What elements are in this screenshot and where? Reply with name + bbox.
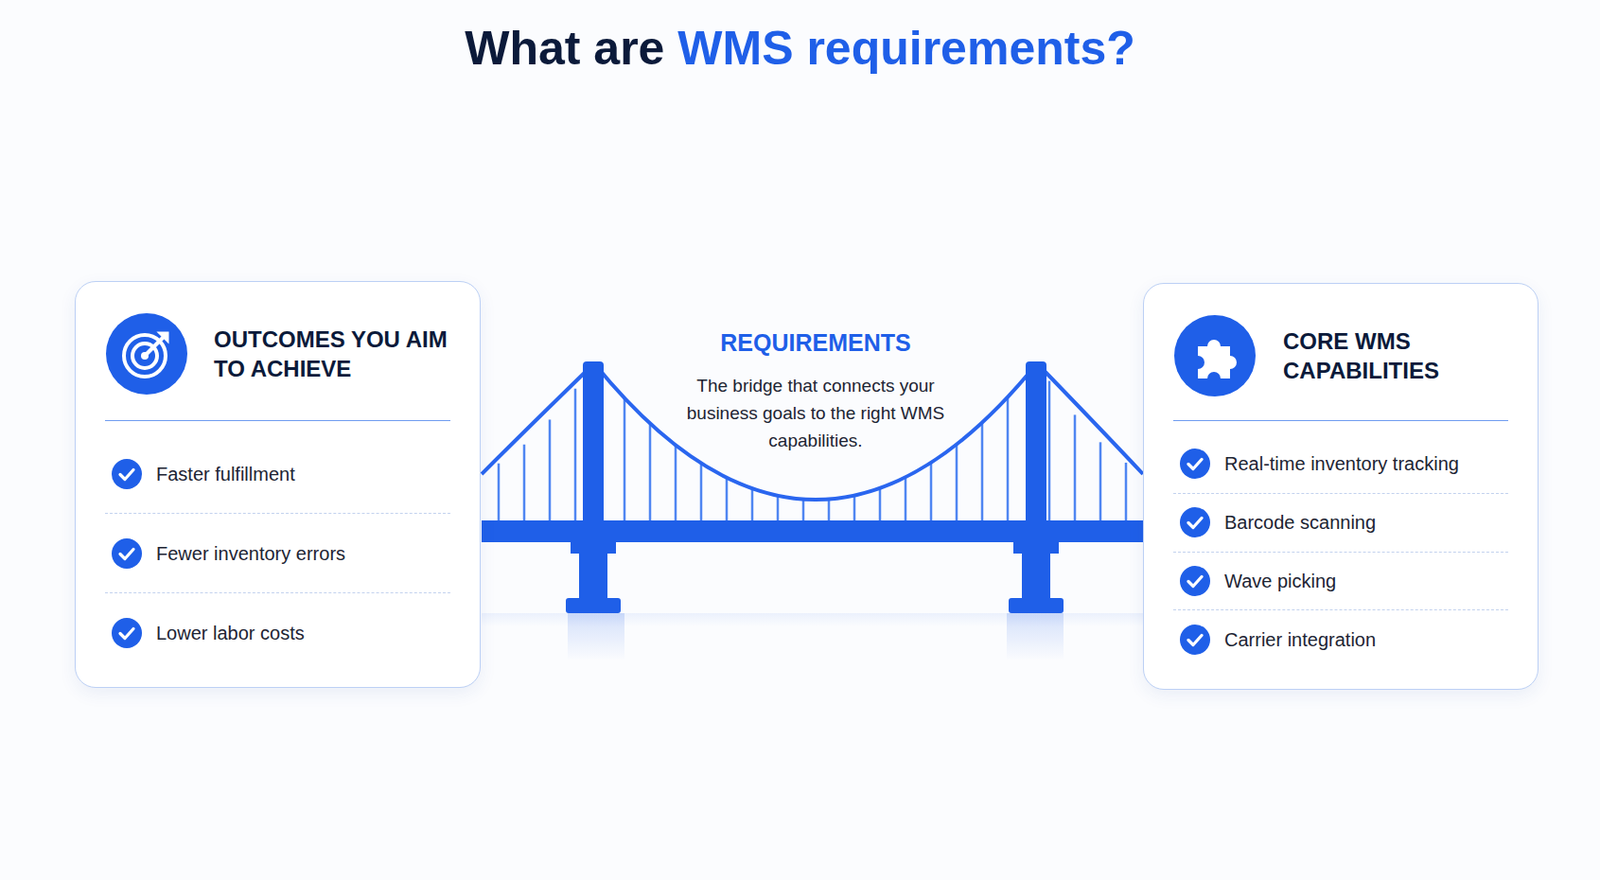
heading-divider	[1173, 420, 1509, 422]
row-divider	[105, 512, 451, 514]
checklist-item: Wave picking	[1224, 570, 1337, 593]
section-description: The bridge that connects your business g…	[668, 371, 963, 455]
row-divider	[1173, 551, 1509, 553]
card-heading: OUTCOMES YOU AIM TO ACHIEVE	[213, 324, 470, 384]
page-title: What are WMS requirements?	[0, 20, 1600, 76]
bridge-structure	[481, 361, 1143, 614]
target-icon	[105, 312, 189, 396]
check-icon	[1178, 623, 1212, 656]
checklist-item: Carrier integration	[1224, 629, 1376, 651]
row-divider	[1173, 609, 1509, 611]
checklist-item: Real-time inventory tracking	[1224, 453, 1460, 475]
info-card: CORE WMS CAPABILITIES Real-time inventory…	[1142, 282, 1539, 690]
check-icon	[1178, 447, 1212, 480]
check-icon	[110, 616, 143, 650]
check-icon	[1178, 506, 1212, 539]
checklist-item: Faster fulfillment	[156, 463, 296, 486]
checklist-item: Lower labor costs	[156, 622, 305, 645]
checklist-item: Fewer inventory errors	[156, 543, 346, 565]
puzzle-icon	[1173, 314, 1257, 398]
heading-divider	[105, 420, 451, 422]
row-divider	[105, 592, 451, 594]
check-icon	[110, 457, 143, 491]
row-divider	[1173, 492, 1509, 494]
info-card: OUTCOMES YOU AIM TO ACHIEVE Faster fulfil…	[74, 281, 481, 688]
card-heading: CORE WMS CAPABILITIES	[1283, 326, 1482, 386]
check-icon	[110, 537, 143, 570]
section-label: REQUIREMENTS	[626, 329, 1005, 357]
bridge-reflection	[481, 613, 1143, 661]
check-icon	[1178, 564, 1212, 598]
checklist-item: Barcode scanning	[1224, 511, 1376, 534]
